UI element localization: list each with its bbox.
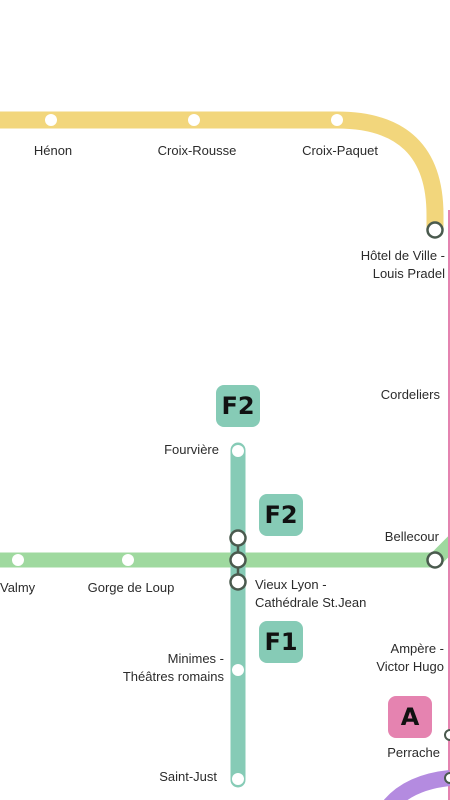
transfer-bellecour[interactable] — [426, 551, 444, 569]
station-dot-croix-rousse[interactable] — [188, 114, 200, 126]
line-badge-f2-mid[interactable]: F2 — [259, 494, 303, 536]
station-label-bellecour[interactable]: Bellecour — [384, 529, 439, 544]
station-label-gorge-de-loup[interactable]: Gorge de Loup — [87, 580, 175, 595]
station-label-cordeliers[interactable]: Cordeliers — [380, 387, 440, 402]
line-badge-f2-top[interactable]: F2 — [216, 385, 260, 427]
station-label-valmy[interactable]: Valmy — [0, 580, 36, 595]
line-badge-f1[interactable]: F1 — [259, 621, 303, 663]
station-label-ampere[interactable]: Ampère - Victor Hugo — [376, 641, 444, 674]
station-label-croix-rousse[interactable]: Croix-Rousse — [157, 143, 237, 158]
station-label-fourviere[interactable]: Fourvière — [164, 442, 219, 457]
station-dot-saint-just[interactable] — [232, 773, 244, 785]
station-label-vieux-lyon[interactable]: Vieux Lyon - Cathédrale St.Jean — [255, 577, 367, 610]
station-label-croix-paquet[interactable]: Croix-Paquet — [302, 143, 378, 158]
station-label-saint-just[interactable]: Saint-Just — [159, 769, 217, 784]
line-badge-a[interactable]: A — [388, 696, 432, 738]
transfer-hotel-de-ville[interactable] — [426, 221, 444, 239]
station-label-minimes[interactable]: Minimes - Théâtres romains — [122, 651, 224, 684]
station-dot-fourviere[interactable] — [232, 445, 244, 457]
station-dot-croix-paquet[interactable] — [331, 114, 343, 126]
station-label-perrache[interactable]: Perrache — [387, 745, 440, 760]
transfer-vieux-lyon-f1[interactable] — [229, 573, 247, 591]
station-dot-minimes[interactable] — [232, 664, 244, 676]
station-label-henon[interactable]: Hénon — [33, 143, 73, 158]
station-label-hotel-de-ville[interactable]: Hôtel de Ville - Louis Pradel — [360, 248, 445, 281]
transfer-perrache-edge — [444, 772, 450, 784]
transfer-vieux-lyon-f2[interactable] — [229, 529, 247, 547]
station-dot-valmy[interactable] — [12, 554, 24, 566]
transfer-ampere-edge — [444, 729, 450, 741]
transfer-vieux-lyon-d[interactable] — [229, 551, 247, 569]
line-b-track — [383, 770, 450, 800]
line-c-track — [0, 111, 444, 228]
station-dot-gorge-de-loup[interactable] — [122, 554, 134, 566]
line-d-track — [0, 534, 450, 568]
station-dot-henon[interactable] — [45, 114, 57, 126]
